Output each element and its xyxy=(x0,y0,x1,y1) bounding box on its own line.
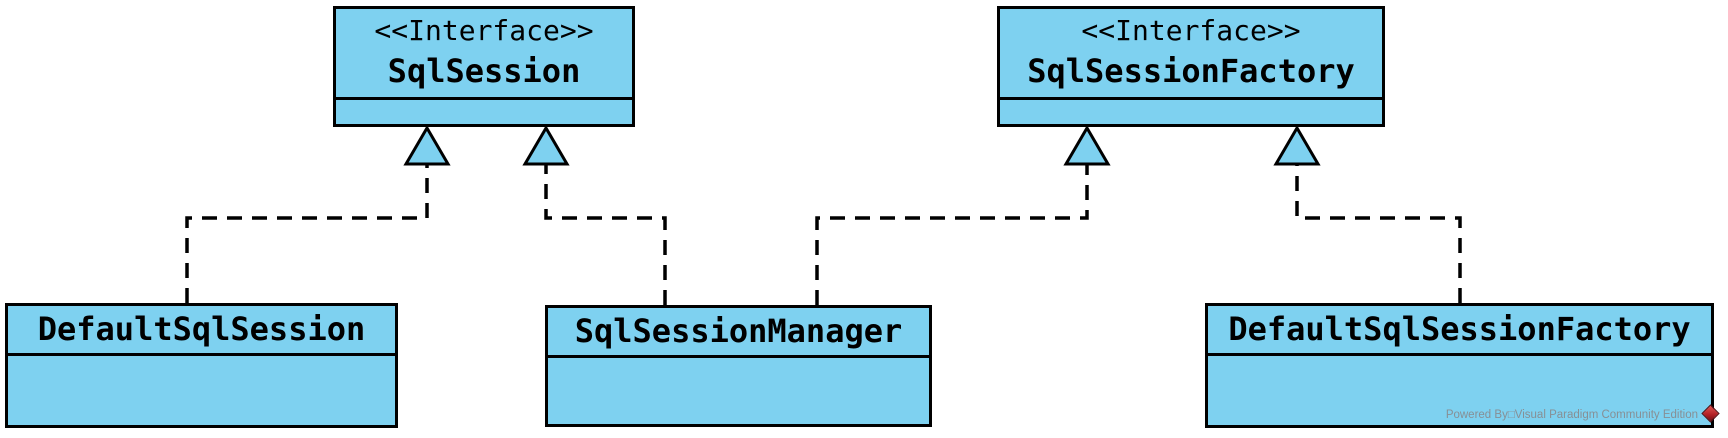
visual-paradigm-logo-icon xyxy=(1701,404,1720,423)
interface-node-sqlsession: <<Interface>> SqlSession xyxy=(333,6,635,127)
realization-edge-sqlsessionmanager-to-sqlsessionfactory xyxy=(815,164,1089,305)
watermark-text: Powered By□Visual Paradigm Community Edi… xyxy=(1445,408,1698,421)
class-name-label: DefaultSqlSessionFactory xyxy=(1228,309,1691,348)
empty-members-compartment xyxy=(1000,97,1382,124)
class-name-label: DefaultSqlSession xyxy=(37,309,366,348)
realization-arrowhead-icon xyxy=(403,125,451,166)
interface-node-sqlsessionfactory: <<Interface>> SqlSessionFactory xyxy=(997,6,1385,127)
interface-name-label: SqlSessionFactory xyxy=(1027,52,1355,91)
name-compartment: DefaultSqlSession xyxy=(8,306,395,353)
empty-members-compartment xyxy=(1208,353,1711,425)
realization-edge-sqlsessionmanager-to-sqlsession xyxy=(544,164,667,305)
realization-arrowhead-icon xyxy=(1273,125,1321,166)
watermark: Powered By□Visual Paradigm Community Edi… xyxy=(1445,404,1720,423)
realization-arrowhead-icon xyxy=(522,125,570,166)
name-compartment: DefaultSqlSessionFactory xyxy=(1208,306,1711,353)
name-compartment: SqlSessionManager xyxy=(548,308,929,355)
class-name-label: SqlSessionManager xyxy=(574,311,903,350)
empty-members-compartment xyxy=(548,355,929,424)
realization-edge-defaultsqlsession-to-sqlsession xyxy=(185,164,429,303)
realization-arrowhead-icon xyxy=(1063,125,1111,166)
stereotype-label: <<Interface>> xyxy=(1081,14,1301,48)
class-node-defaultsqlsessionfactory: DefaultSqlSessionFactory xyxy=(1205,303,1714,428)
interface-name-label: SqlSession xyxy=(387,52,581,91)
name-compartment: <<Interface>> SqlSessionFactory xyxy=(1000,9,1382,97)
realization-edge-defaultsqlsessionfactory-to-sqlsessionfactory xyxy=(1295,164,1462,303)
empty-members-compartment xyxy=(336,97,632,124)
class-node-defaultsqlsession: DefaultSqlSession xyxy=(5,303,398,428)
empty-members-compartment xyxy=(8,353,395,425)
stereotype-label: <<Interface>> xyxy=(374,14,594,48)
class-node-sqlsessionmanager: SqlSessionManager xyxy=(545,305,932,427)
name-compartment: <<Interface>> SqlSession xyxy=(336,9,632,97)
